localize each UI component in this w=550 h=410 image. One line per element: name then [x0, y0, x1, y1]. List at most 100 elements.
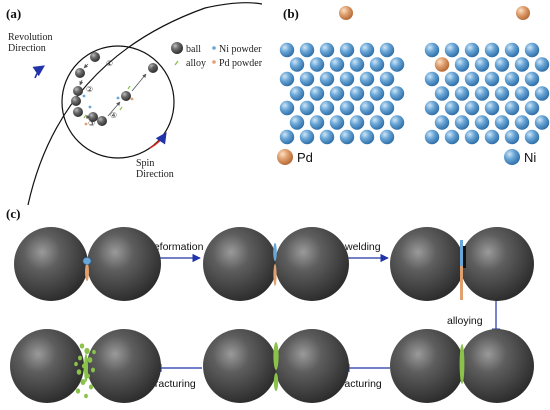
ni-atom — [484, 71, 500, 87]
ni-atom — [444, 100, 460, 116]
milling-ball — [87, 329, 161, 403]
ni-atom — [339, 42, 355, 58]
spin-arrow — [149, 132, 167, 149]
alloy-particle — [91, 367, 95, 373]
ni-atom — [389, 115, 405, 130]
legend-pd-text: Pd powder — [219, 58, 263, 69]
ni-atom — [339, 129, 355, 145]
ni-atom — [514, 57, 530, 72]
ni-atom — [359, 71, 375, 87]
legend-ball-text: ball — [186, 44, 201, 55]
revolution-orbit — [27, 2, 263, 206]
ni-atom — [514, 115, 530, 130]
ni-atom — [444, 129, 460, 145]
ni-atom — [494, 57, 510, 72]
legend-alloy-text: alloy — [186, 58, 206, 69]
alloy-particle — [87, 357, 93, 363]
ni-atom — [494, 115, 510, 130]
step-1-label: ① — [106, 59, 113, 68]
stage-welding — [390, 227, 534, 301]
alloy-particle — [76, 369, 82, 375]
ni-atom — [524, 129, 540, 145]
ni-atom — [369, 86, 385, 101]
ni-atom — [474, 115, 490, 130]
ni-atom — [279, 71, 295, 87]
ball — [88, 112, 98, 122]
alloy-fragment — [273, 373, 279, 391]
stage-fracturing-1 — [203, 329, 349, 403]
alloy-particles — [74, 343, 96, 399]
alloy-particle — [84, 347, 90, 355]
ni-atom — [279, 100, 295, 116]
ball — [73, 107, 83, 117]
panel-b: (b) Pd Ni — [277, 6, 550, 165]
ni-atom — [434, 86, 450, 101]
panel-c: (c) deformation welding alloying fractur… — [6, 206, 534, 403]
milling-ball — [275, 329, 349, 403]
milling-ball — [390, 227, 464, 301]
legend-alloy-icon — [174, 60, 179, 66]
ni-atom — [379, 71, 395, 87]
legend-ni-text: Ni powder — [219, 44, 262, 55]
ni-atom — [424, 71, 440, 87]
ni-lattice-pure — [279, 42, 405, 145]
ni-atom — [329, 86, 345, 101]
step-3-label: ③ — [88, 119, 95, 128]
step-2-label: ② — [86, 85, 93, 94]
pd-particle — [85, 263, 89, 281]
alloy-particle — [80, 379, 86, 385]
ni-atom — [524, 42, 540, 58]
stage-fracturing-2 — [10, 329, 161, 403]
ball — [148, 63, 158, 73]
legend-ni-icon — [212, 46, 216, 50]
ni-atom — [369, 57, 385, 72]
ni-atom — [299, 71, 315, 87]
ni-atom — [299, 42, 315, 58]
ni-atom — [484, 42, 500, 58]
pd-atom-free-left — [339, 6, 353, 20]
alloy-particle — [74, 361, 78, 367]
ni-atom — [464, 129, 480, 145]
ni-particle — [82, 257, 92, 265]
legend-pd-icon — [212, 60, 216, 64]
ni-atom — [319, 42, 335, 58]
stage-initial — [14, 227, 161, 301]
alloy-fragment — [273, 342, 279, 370]
ni-atom — [319, 71, 335, 87]
ni-atom — [349, 115, 365, 130]
alloy-particle — [78, 355, 82, 361]
ni-atom — [534, 86, 550, 101]
stage-label-deformation: deformation — [148, 241, 204, 253]
panel-c-label: (c) — [6, 206, 20, 221]
ni-atom — [474, 86, 490, 101]
panel-b-label: (b) — [283, 6, 299, 21]
milling-ball — [10, 329, 84, 403]
revolution-label-line1: Revolution — [8, 32, 52, 43]
ni-atom — [319, 129, 335, 145]
ni-atom — [464, 42, 480, 58]
ball — [73, 86, 83, 96]
pd-layer — [460, 266, 463, 300]
ni-atom — [474, 57, 490, 72]
stage-label-alloying: alloying — [447, 315, 483, 327]
pd-atom-free-right — [516, 6, 530, 20]
ball — [90, 52, 100, 62]
spin-label-line1: Spin — [136, 158, 154, 169]
ni-atom — [524, 100, 540, 116]
milling-ball — [203, 227, 277, 301]
ni-atom — [309, 115, 325, 130]
ball — [71, 96, 81, 106]
ni-atom — [349, 86, 365, 101]
ni-atom — [319, 100, 335, 116]
ni-atom — [339, 71, 355, 87]
alloy-particle — [79, 343, 85, 349]
interface-layer — [463, 246, 466, 268]
ni-atom — [484, 100, 500, 116]
ball — [97, 116, 107, 126]
alloy-particle — [75, 388, 81, 394]
vial-balls — [71, 52, 158, 126]
ni-atom — [359, 129, 375, 145]
ni-atom — [289, 86, 305, 101]
revolution-label-line2: Direction — [8, 43, 46, 54]
ni-atom — [359, 42, 375, 58]
